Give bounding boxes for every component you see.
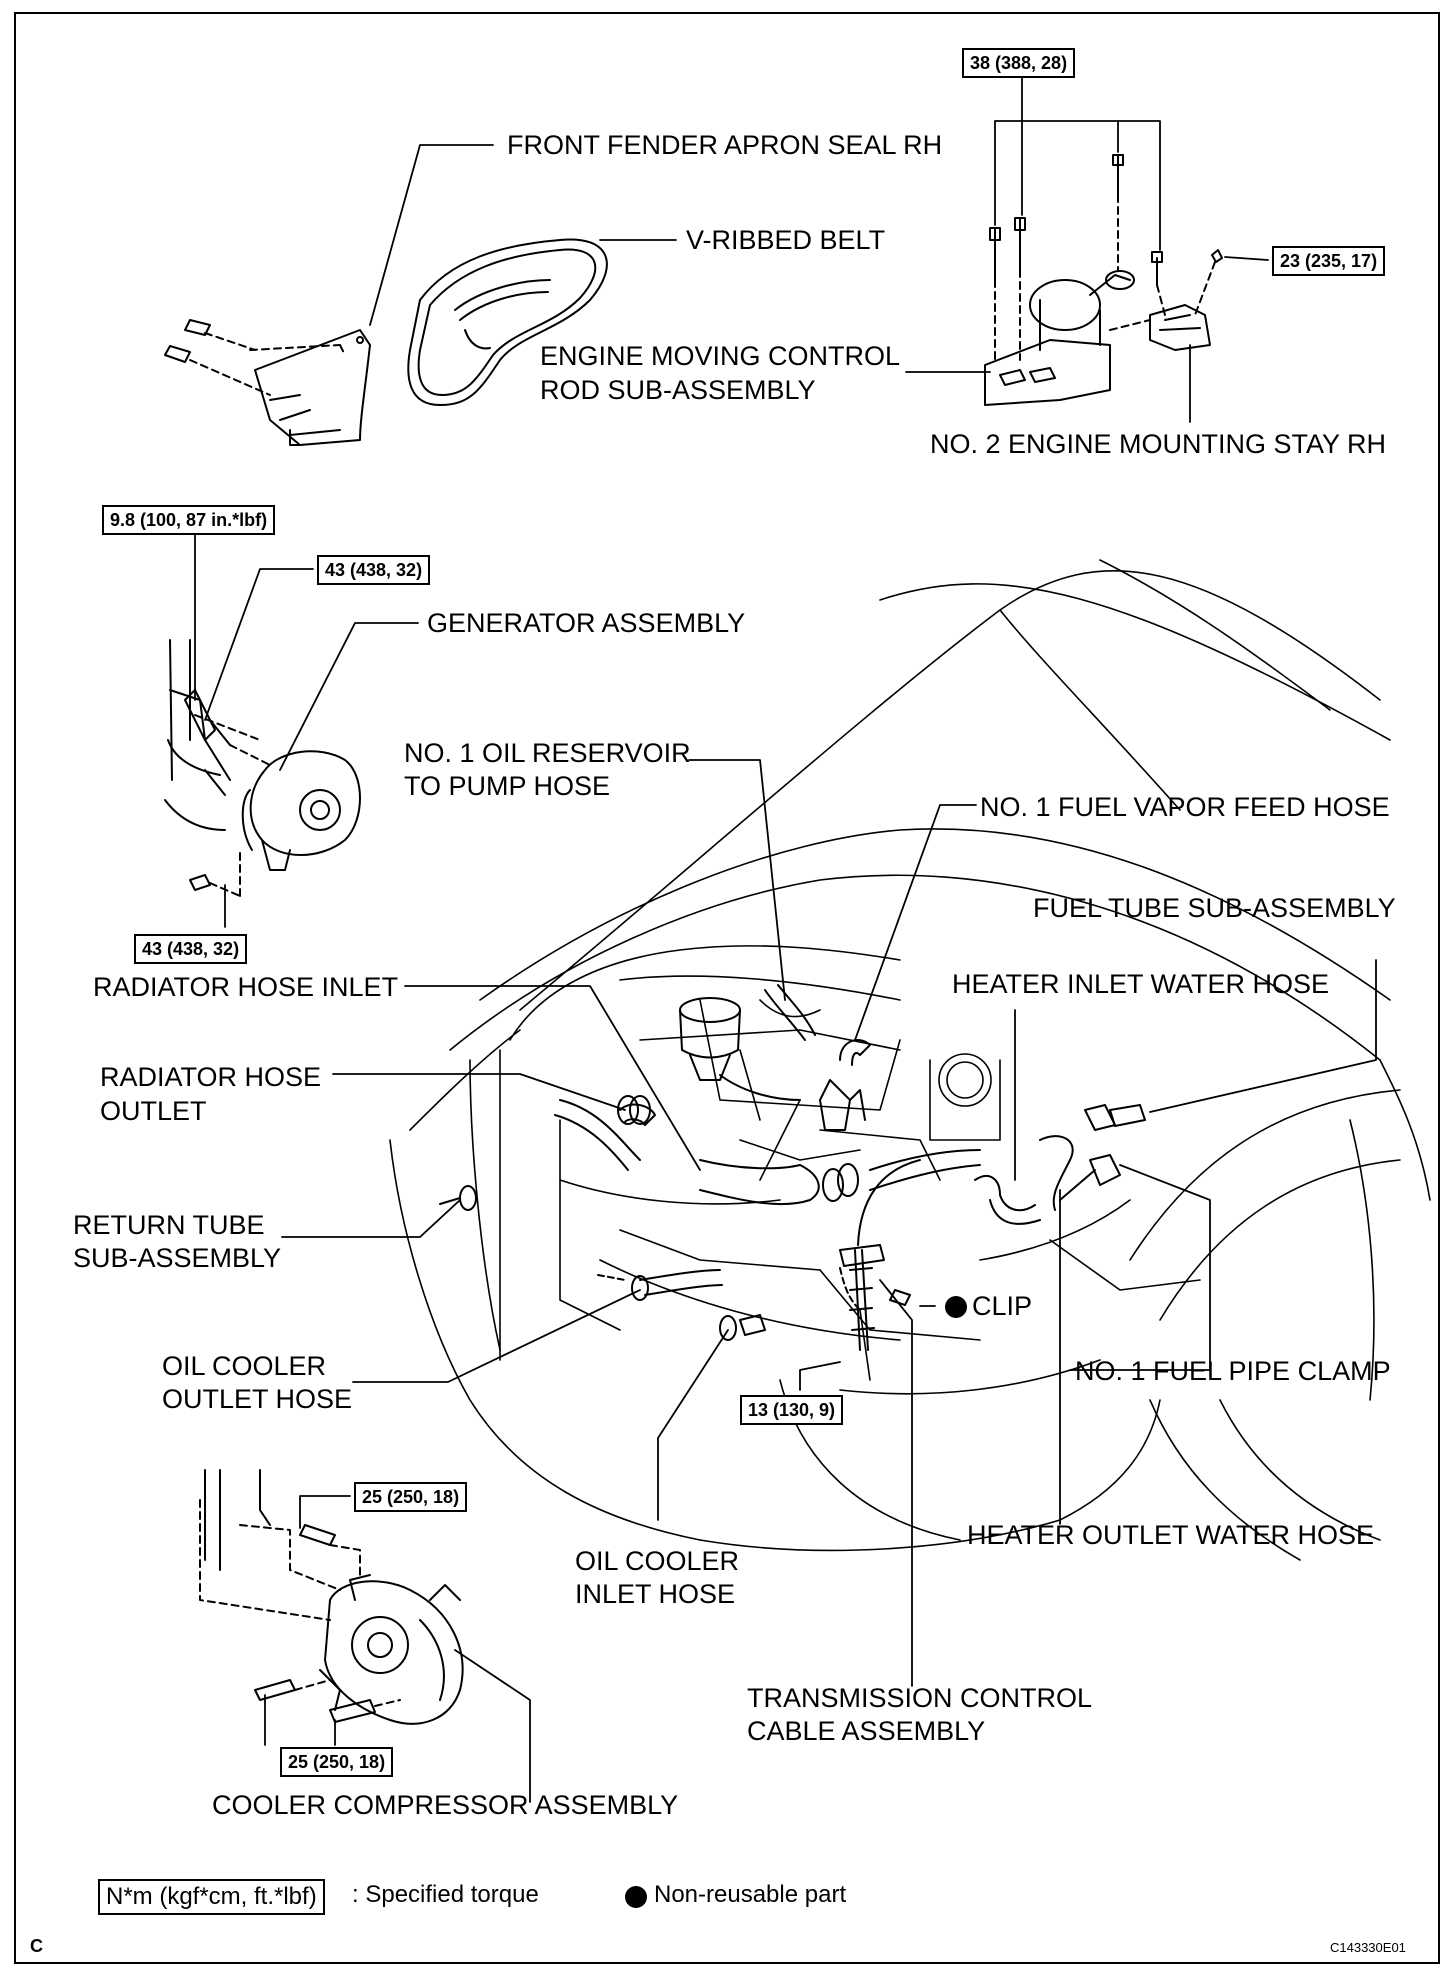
label-engine-moving-control-rod-line2: ROD SUB-ASSEMBLY	[540, 375, 816, 405]
figure-code: C143330E01	[1330, 1940, 1406, 1955]
label-engine-moving-control-rod-line1: ENGINE MOVING CONTROL	[540, 341, 901, 371]
label-oil-cooler-inlet-line2: INLET HOSE	[575, 1579, 736, 1609]
label-clip: CLIP	[972, 1291, 1033, 1321]
torque-spec-38: 38 (388, 28)	[962, 48, 1076, 78]
label-fuel-vapor-feed-hose: NO. 1 FUEL VAPOR FEED HOSE	[980, 792, 1390, 822]
torque-spec-43-top: 43 (438, 32)	[317, 555, 431, 585]
torque-spec-9-8: 9.8 (100, 87 in.*lbf)	[102, 505, 276, 535]
v-ribbed-belt-drawing	[407, 238, 608, 406]
label-radiator-hose-outlet-line1: RADIATOR HOSE	[100, 1062, 322, 1092]
label-oil-cooler-inlet-line1: OIL COOLER	[575, 1546, 740, 1576]
label-oil-cooler-outlet-line2: OUTLET HOSE	[162, 1384, 353, 1414]
legend-torque-unit-box: N*m (kgf*cm, ft.*lbf)	[98, 1879, 325, 1915]
label-radiator-hose-inlet: RADIATOR HOSE INLET	[93, 972, 399, 1002]
label-no2-engine-mounting-stay: NO. 2 ENGINE MOUNTING STAY RH	[930, 429, 1387, 459]
label-oil-reservoir-hose-line1: NO. 1 OIL RESERVOIR	[404, 738, 691, 768]
engine-moving-control-rod-drawing	[984, 154, 1223, 406]
torque-spec-43-bottom: 43 (438, 32)	[134, 934, 248, 964]
label-front-fender-apron-seal: FRONT FENDER APRON SEAL RH	[507, 130, 943, 160]
label-return-tube-line2: SUB-ASSEMBLY	[73, 1243, 282, 1273]
torque-spec-25-top: 25 (250, 18)	[354, 1482, 468, 1512]
label-transmission-cable-line2: CABLE ASSEMBLY	[747, 1716, 986, 1746]
legend-non-reusable: Non-reusable part	[654, 1881, 847, 1908]
fender-apron-seal-drawing	[164, 319, 371, 446]
label-oil-reservoir-hose-line2: TO PUMP HOSE	[404, 771, 611, 801]
label-radiator-hose-outlet-line2: OUTLET	[100, 1096, 207, 1126]
label-heater-outlet-water-hose: HEATER OUTLET WATER HOSE	[967, 1520, 1375, 1550]
torque-spec-13: 13 (130, 9)	[740, 1395, 844, 1425]
label-generator-assembly: GENERATOR ASSEMBLY	[427, 608, 746, 638]
label-no1-fuel-pipe-clamp: NO. 1 FUEL PIPE CLAMP	[1075, 1356, 1391, 1386]
label-cooler-compressor-assembly: COOLER COMPRESSOR ASSEMBLY	[212, 1790, 679, 1820]
cooler-compressor-drawing	[199, 1469, 464, 1725]
label-heater-inlet-water-hose: HEATER INLET WATER HOSE	[952, 969, 1330, 999]
label-v-ribbed-belt: V-RIBBED BELT	[686, 225, 886, 255]
label-fuel-tube-sub-assembly: FUEL TUBE SUB-ASSEMBLY	[1033, 893, 1396, 923]
torque-spec-25-bottom: 25 (250, 18)	[280, 1747, 394, 1777]
corner-letter: C	[30, 1936, 43, 1956]
diagram-frame	[14, 12, 1440, 1964]
legend-torque-description: : Specified torque	[352, 1881, 539, 1908]
vehicle-body-outline	[389, 559, 1431, 1561]
torque-spec-23: 23 (235, 17)	[1272, 246, 1386, 276]
label-transmission-cable-line1: TRANSMISSION CONTROL	[747, 1683, 1093, 1713]
label-return-tube-line1: RETURN TUBE	[73, 1210, 265, 1240]
legend-non-reusable-dot-icon	[625, 1886, 647, 1908]
engine-bay-hoses-drawing	[439, 984, 1146, 1351]
label-oil-cooler-outlet-line1: OIL COOLER	[162, 1351, 327, 1381]
generator-drawing	[164, 639, 361, 897]
non-reusable-dot-icon	[945, 1296, 967, 1318]
leader-lines	[194, 72, 1377, 1803]
